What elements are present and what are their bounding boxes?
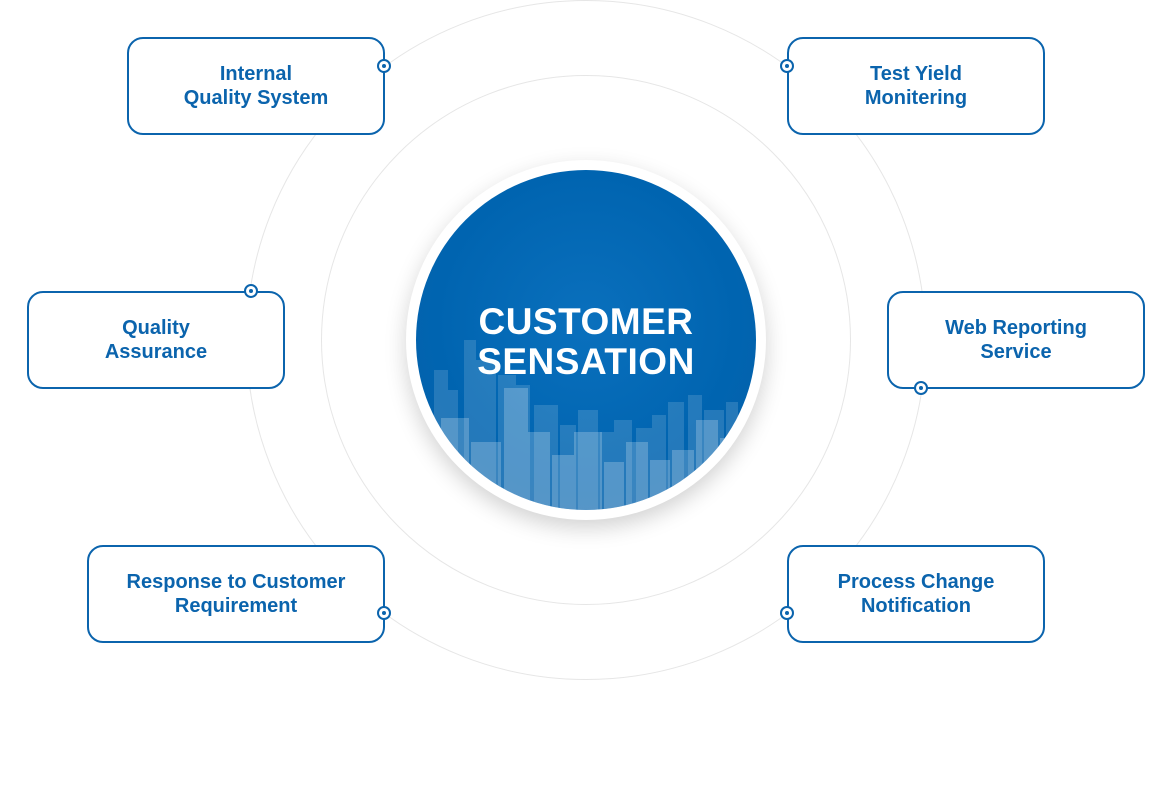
connector-dot-response-to-customer-requirement — [377, 606, 391, 620]
center-title-line-2: SENSATION — [477, 341, 695, 382]
node-label-line-1: Process Change — [837, 571, 995, 593]
node-response-to-customer-requirement: Response to Customer Requirement — [87, 545, 385, 643]
node-label-line-1: Test Yield — [870, 63, 962, 85]
node-process-change-notification: Process Change Notification — [787, 545, 1045, 643]
node-label-line-1: Quality — [122, 317, 190, 339]
node-web-reporting-service: Web Reporting Service — [887, 291, 1145, 389]
inner-ring — [321, 75, 851, 605]
node-label-line-2: Service — [980, 341, 1052, 363]
connector-dot-web-reporting-service — [914, 381, 928, 395]
node-quality-assurance: Quality Assurance — [27, 291, 285, 389]
node-label-line-1: Response to Customer — [126, 571, 346, 593]
connector-dot-process-change-notification — [780, 606, 794, 620]
center-disc: CUSTOMER SENSATION — [416, 170, 756, 510]
center-title: CUSTOMER SENSATION — [416, 302, 756, 382]
node-label-line-2: Notification — [860, 595, 971, 617]
node-label-line-2: Assurance — [104, 341, 208, 363]
connector-dot-quality-assurance — [244, 284, 258, 298]
node-label-line-1: Internal — [219, 63, 293, 85]
center-circle: CUSTOMER SENSATION — [406, 160, 766, 520]
node-label-line-1: Web Reporting — [945, 317, 1087, 339]
center-title-line-1: CUSTOMER — [478, 301, 694, 342]
connector-dot-test-yield-monitering — [780, 59, 794, 73]
node-label-line-2: Monitering — [864, 87, 968, 109]
city-skyline-graphic — [434, 340, 746, 510]
connector-dot-internal-quality-system — [377, 59, 391, 73]
node-label-line-2: Requirement — [174, 595, 298, 617]
node-label-line-2: Quality System — [183, 87, 329, 109]
node-internal-quality-system: Internal Quality System — [127, 37, 385, 135]
node-test-yield-monitering: Test Yield Monitering — [787, 37, 1045, 135]
